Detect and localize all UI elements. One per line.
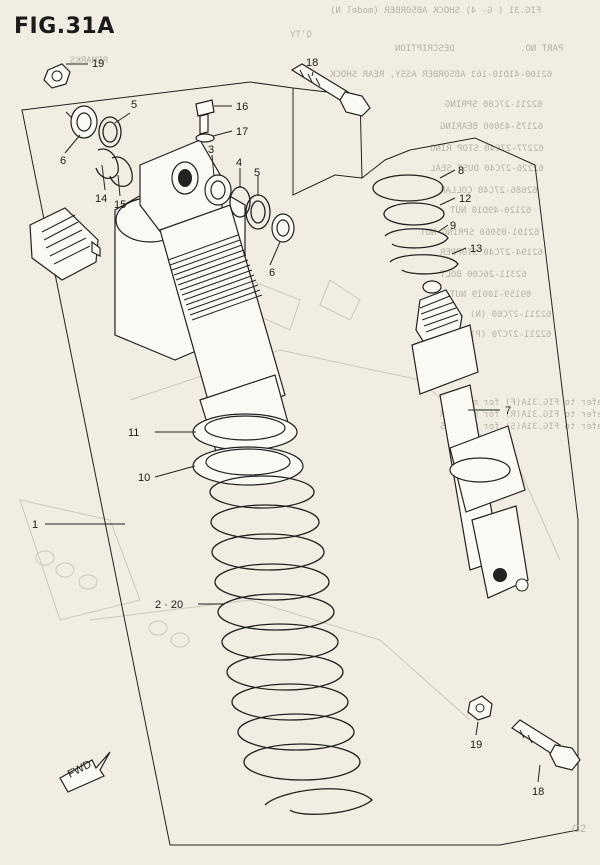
ring-5-right xyxy=(245,194,271,230)
nut-19-bottom xyxy=(467,695,493,721)
dust-seal-6-right xyxy=(271,213,295,243)
callout-15: 15 xyxy=(114,199,126,211)
callout-18-bottom: 18 xyxy=(532,786,544,798)
callouts: 1 2 · 20 3 4 5 5 6 6 7 8 9 10 11 12 13 1… xyxy=(32,57,544,798)
spring-adjuster-nuts xyxy=(192,413,304,486)
bearing-3 xyxy=(204,174,232,206)
page-number: C2 xyxy=(572,823,586,835)
callout-10: 10 xyxy=(138,472,150,484)
bolt-18-bottom xyxy=(511,719,581,771)
callout-13: 13 xyxy=(470,243,482,255)
callout-1: 1 xyxy=(32,519,38,531)
bolt-18-top xyxy=(290,63,371,117)
fwd-arrow: FWD xyxy=(59,751,111,793)
callout-6-left: 6 xyxy=(60,155,66,167)
callout-5-left: 5 xyxy=(131,99,137,111)
reservoir-valve xyxy=(29,207,101,281)
callout-17: 17 xyxy=(236,126,248,138)
callout-12: 12 xyxy=(459,193,471,205)
assembly-boundary xyxy=(21,81,579,846)
callout-19-top: 19 xyxy=(92,58,104,70)
nut-19-top xyxy=(43,63,71,89)
leader-lines xyxy=(45,63,541,783)
inner-boundary xyxy=(292,88,363,196)
callout-18-top: 18 xyxy=(306,57,318,69)
callout-4: 4 xyxy=(236,157,242,169)
callout-3: 3 xyxy=(208,144,214,156)
damper-rod-assembly xyxy=(411,280,529,599)
washer-17 xyxy=(195,133,215,143)
callout-5-right: 5 xyxy=(254,167,260,179)
callout-9: 9 xyxy=(450,220,456,232)
callout-2-20: 2 · 20 xyxy=(155,599,183,611)
dust-seal-6-left xyxy=(70,105,98,139)
bolt-16 xyxy=(195,99,215,135)
callout-11: 11 xyxy=(128,427,139,439)
main-coil-spring xyxy=(209,475,373,815)
callout-8: 8 xyxy=(458,165,464,177)
stop-rings-14-15 xyxy=(95,148,133,187)
callout-16: 16 xyxy=(236,101,248,113)
stop-rings-right xyxy=(372,174,459,275)
figure-title: FIG.31A xyxy=(14,14,115,39)
callout-6-right: 6 xyxy=(269,267,275,279)
ring-5-left xyxy=(98,116,122,148)
shock-body xyxy=(114,139,291,459)
callout-14: 14 xyxy=(95,193,107,205)
callout-7: 7 xyxy=(505,405,511,417)
callout-19-bottom: 19 xyxy=(470,739,482,751)
